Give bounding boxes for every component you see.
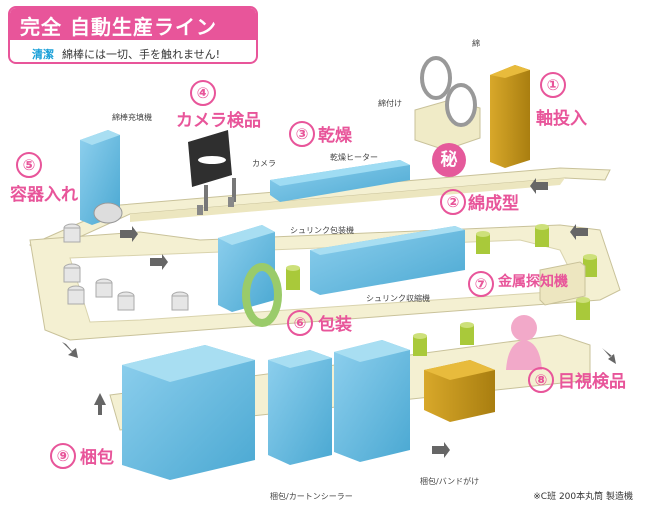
step-9-label: 梱包 bbox=[80, 448, 114, 468]
dryer-heater bbox=[270, 160, 410, 202]
arrow-right-icon bbox=[432, 442, 450, 458]
arrow-left-icon bbox=[570, 224, 588, 240]
label-dryer-heater: 乾燥ヒーター bbox=[330, 153, 378, 162]
flow-arrows bbox=[62, 178, 616, 458]
swab-filler-machine bbox=[80, 130, 123, 225]
label-band-wrap: 梱包/バンドがけ bbox=[420, 477, 480, 486]
step-4-label: カメラ検品 bbox=[176, 111, 261, 131]
containers-green bbox=[286, 224, 597, 356]
camera-station bbox=[188, 130, 236, 215]
arrow-down-icon bbox=[602, 348, 616, 364]
label-carton-sealer: 梱包/カートンシーラー bbox=[270, 492, 353, 501]
step-3-label: 乾燥 bbox=[318, 126, 352, 146]
label-shrink-tunnel: シュリンク収縮機 bbox=[366, 294, 430, 303]
arrow-down-icon bbox=[94, 393, 106, 415]
step-3-number: ③ bbox=[289, 121, 315, 147]
step-7-label: 金属探知機 bbox=[498, 274, 568, 290]
gold-box bbox=[424, 360, 495, 422]
step-5-number: ⑤ bbox=[16, 152, 42, 178]
label-shrink-wrapper: シュリンク包装機 bbox=[290, 226, 354, 235]
step-2-number: ② bbox=[440, 189, 466, 215]
shaft-feeder-machine bbox=[490, 65, 530, 168]
clean-tag: 清潔 bbox=[32, 48, 54, 61]
step-6-label: 包装 bbox=[318, 315, 352, 335]
band-wrap-machine bbox=[334, 340, 410, 462]
header-band bbox=[10, 8, 256, 40]
arrow-right-icon bbox=[150, 254, 168, 270]
step-9-number: ⑨ bbox=[50, 443, 76, 469]
label-cotton: 綿 bbox=[472, 39, 480, 48]
cotton-roll-machine bbox=[414, 56, 481, 151]
step-8-number: ⑧ bbox=[528, 367, 554, 393]
step-7-number: ⑦ bbox=[468, 271, 494, 297]
label-cotton-attach: 綿付け bbox=[378, 99, 402, 108]
step-4-number: ④ bbox=[190, 80, 216, 106]
shrink-wrapper-machine bbox=[218, 225, 275, 312]
step-1-number: ① bbox=[540, 72, 566, 98]
header-box: 完全 自動生産ライン 清潔綿棒には一切、手を触れません! bbox=[8, 6, 258, 64]
subtitle-text: 綿棒には一切、手を触れません! bbox=[62, 48, 221, 61]
step-8-label: 目視検品 bbox=[558, 372, 626, 392]
metal-detector bbox=[539, 261, 586, 306]
step-1-label: 軸投入 bbox=[536, 109, 587, 129]
page-title: 完全 自動生産ライン bbox=[20, 15, 217, 39]
arrow-left-icon bbox=[530, 178, 548, 194]
secret-badge: 秘 bbox=[432, 143, 466, 177]
shrink-tunnel-machine bbox=[310, 226, 465, 295]
inspector-figure bbox=[506, 315, 542, 370]
step-6-number: ⑥ bbox=[287, 310, 313, 336]
label-camera: カメラ bbox=[252, 159, 276, 168]
containers-upper bbox=[63, 223, 189, 311]
step-5-label: 容器入れ bbox=[10, 185, 78, 205]
packing-machine-2 bbox=[268, 350, 332, 465]
arrow-down-icon bbox=[62, 342, 78, 358]
shrink-ring bbox=[242, 263, 282, 327]
step-2-label: 綿成型 bbox=[468, 194, 519, 214]
arrow-right-icon bbox=[120, 226, 138, 242]
header-subtitle: 清潔綿棒には一切、手を触れません! bbox=[32, 46, 220, 62]
carton-sealer-machine bbox=[122, 345, 255, 480]
footnote: ※C班 200本丸筒 製造機 bbox=[533, 492, 633, 502]
label-swab-filler: 綿棒充填機 bbox=[112, 113, 152, 122]
